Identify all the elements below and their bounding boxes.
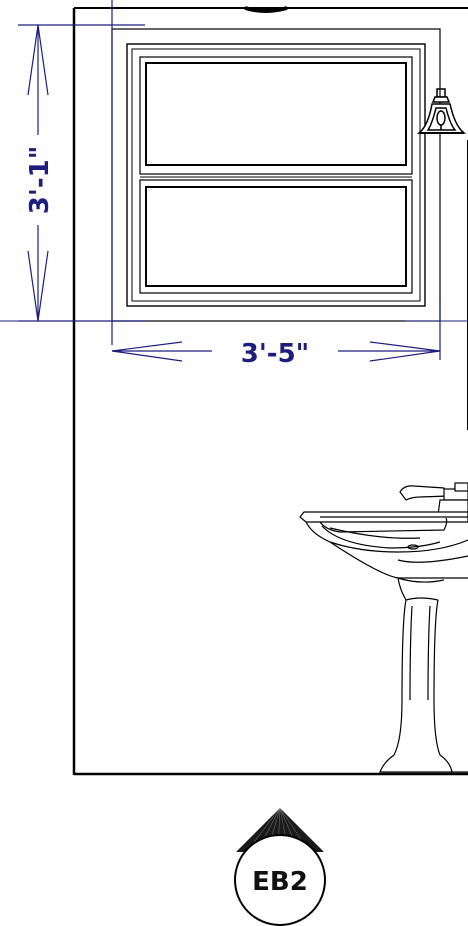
vertical-dimension: [0, 0, 468, 345]
horizontal-dimension: [111, 300, 441, 362]
lower-sash-glass: [145, 186, 407, 287]
upper-sash-glass: [145, 62, 407, 166]
window-width-dimension-label: 3'-5": [241, 339, 309, 369]
sconce-light: [416, 88, 468, 430]
upper-sash: [139, 56, 413, 175]
window-frame: [126, 43, 426, 307]
pedestal-sink: [299, 482, 468, 773]
window-casing-outer: [111, 28, 441, 322]
elevation-tag-label: EB2: [252, 867, 308, 897]
lower-sash: [139, 179, 413, 294]
window: [111, 28, 441, 322]
wall-outline: [72, 6, 468, 776]
window-height-dimension-label: 3'-1": [25, 146, 55, 214]
elevation-tag: EB2: [234, 807, 326, 926]
window-frame-inner: [131, 48, 421, 302]
